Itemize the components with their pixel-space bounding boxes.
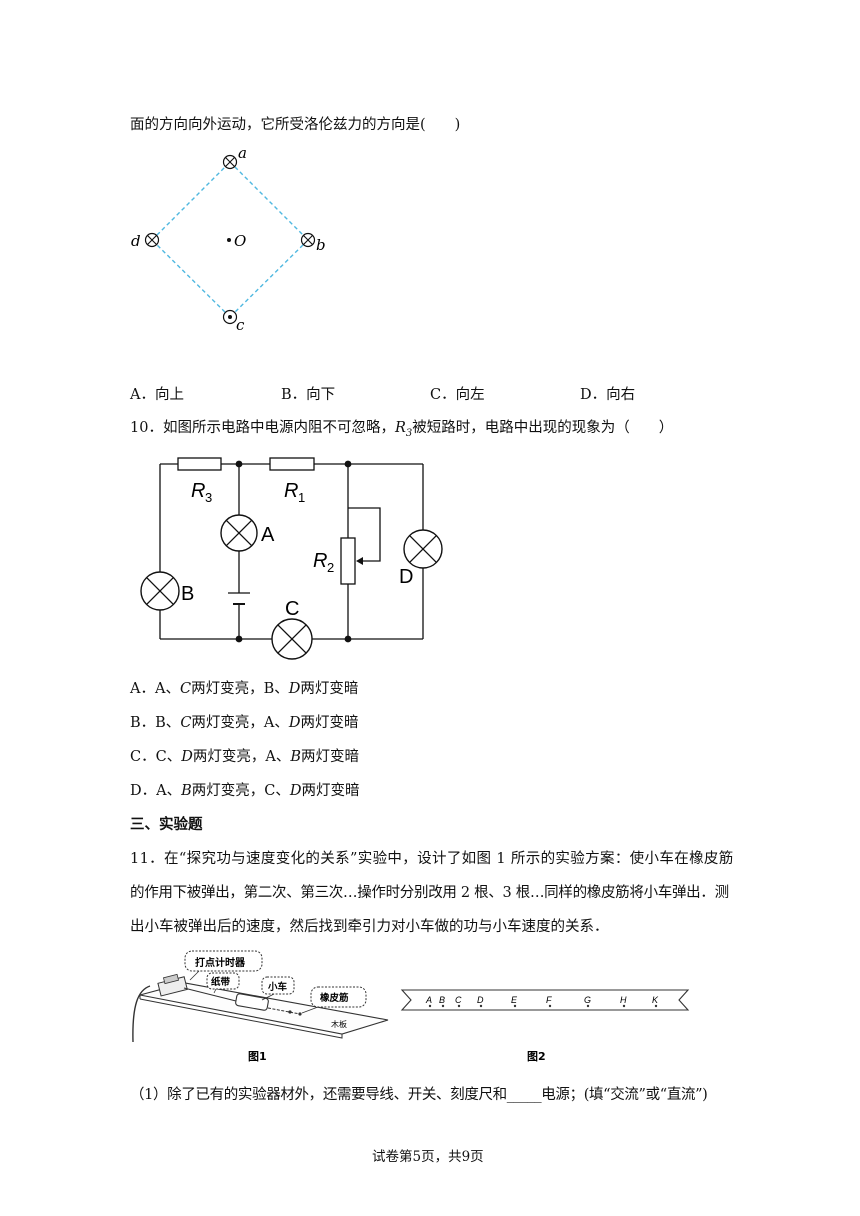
center-point-o [227, 238, 231, 242]
paper-tape [183, 987, 245, 1004]
rheostat-r2 [340, 537, 356, 585]
q9-option-c[interactable]: C．向左 [430, 387, 485, 403]
q9-option-b[interactable]: B．向下 [281, 387, 336, 403]
label-board: 木板 [331, 1019, 347, 1029]
lamp-b-icon [140, 571, 180, 611]
q9-option-d[interactable]: D．向右 [580, 387, 636, 403]
resistor-r3 [177, 457, 222, 471]
label-car: 小车 [267, 981, 288, 993]
tape-point-label: G [584, 995, 591, 1005]
junction-dot [235, 635, 243, 643]
label-r3: R [191, 480, 205, 502]
wire-a-into-page-icon [222, 154, 238, 170]
tape-dot [548, 1004, 552, 1008]
junction-dot [235, 460, 243, 468]
label-r3-sub: 3 [205, 490, 212, 505]
q10-option-d[interactable]: D．A、B两灯变亮，C、D两灯变暗 [130, 783, 360, 799]
label-o: O [234, 232, 246, 250]
car-body [235, 993, 269, 1011]
tape-dot [441, 1004, 445, 1008]
tape-point-label: K [652, 995, 659, 1005]
label-r1-sub: 1 [298, 490, 305, 505]
tape-point-label: H [620, 995, 627, 1005]
label-b: b [316, 236, 326, 254]
tape-dot [428, 1004, 432, 1008]
label-band: 橡皮筋 [320, 992, 349, 1004]
dashed-edge-bc [229, 239, 309, 318]
label-d: d [131, 232, 141, 250]
q9-option-a[interactable]: A．向上 [130, 387, 184, 403]
label-lamp-b: B [181, 583, 194, 605]
q11-line-1: 11．在“探究功与速度变化的关系”实验中，设计了如图 1 所示的实验方案：使小车… [130, 851, 734, 867]
tape-dot [479, 1004, 483, 1008]
rubber-band [267, 1007, 301, 1015]
lamp-d-icon [403, 529, 443, 569]
tape-point-label: F [546, 995, 552, 1005]
tape-point-label: E [511, 995, 518, 1005]
label-r2: R [313, 550, 327, 572]
dashed-edge-da [151, 161, 231, 241]
tape-point-label: C [455, 995, 462, 1005]
junction-dot [344, 635, 352, 643]
dashed-edge-cd [151, 239, 231, 318]
label-r1: R [284, 480, 298, 502]
junction-dot [344, 460, 352, 468]
page-footer: 试卷第5页，共9页 [372, 1149, 484, 1165]
q11-line-2: 的作用下被弹出，第二次、第三次…操作时分别改用 2 根、3 根…同样的橡皮筋将小… [130, 885, 729, 901]
tape-dot [654, 1004, 658, 1008]
q10-stem: 10．如图所示电路中电源内阻不可忽略，R3被短路时，电路中出现的现象为（ ） [130, 420, 674, 439]
label-r2-sub: 2 [327, 560, 334, 575]
q10-option-a[interactable]: A．A、C两灯变亮，B、D两灯变暗 [130, 681, 359, 697]
tape-point-label: A [425, 995, 432, 1005]
lamp-c-icon [271, 618, 313, 660]
label-lamp-c: C [285, 598, 299, 620]
tape-dot [622, 1004, 626, 1008]
rheostat-arrow-icon [356, 557, 363, 565]
wire-d-into-page-icon [144, 232, 160, 248]
wire-b-into-page-icon [300, 232, 316, 248]
tape-dot [513, 1004, 517, 1008]
tape-point-label: B [439, 995, 445, 1005]
q11-line-3: 出小车被弹出后的速度，然后找到牵引力对小车做的功与小车速度的关系． [130, 919, 609, 935]
q9-stem-tail: 面的方向向外运动，它所受洛伦兹力的方向是( ) [130, 117, 461, 133]
q10-option-b[interactable]: B．B、C两灯变亮，A、D两灯变暗 [130, 715, 359, 731]
q10-circuit-diagram: R 3 R 1 R 2 A B C D [140, 457, 443, 660]
tape-dot [586, 1004, 590, 1008]
figure-2-caption: 图2 [527, 1050, 546, 1063]
q9-magnetic-figure: a b c d O [131, 144, 326, 334]
label-c: c [236, 316, 245, 334]
wire-c-out-of-page-icon [222, 309, 238, 325]
label-lamp-d: D [399, 566, 413, 588]
q11-figure-1-apparatus: 打点计时器 纸带 小车 橡皮筋 木板 图1 [132, 950, 389, 1063]
label-a: a [238, 144, 247, 162]
section-title: 三、实验题 [130, 816, 203, 833]
label-tape: 纸带 [211, 976, 231, 988]
q10-option-c[interactable]: C．C、D两灯变亮，A、B两灯变暗 [130, 749, 359, 765]
dashed-edge-ab [229, 161, 309, 241]
label-lamp-a: A [261, 524, 275, 546]
resistor-r1 [269, 457, 315, 471]
tape-dot [457, 1004, 461, 1008]
tape-outline [400, 989, 690, 1011]
tape-point-label: D [477, 995, 484, 1005]
lamp-a-icon [220, 514, 258, 552]
figure-1-caption: 图1 [248, 1050, 267, 1063]
q11-sub-1: （1）除了已有的实验器材外，还需要导线、开关、刻度尺和_____电源；(填“交流… [130, 1087, 708, 1103]
label-timer: 打点计时器 [195, 956, 246, 969]
